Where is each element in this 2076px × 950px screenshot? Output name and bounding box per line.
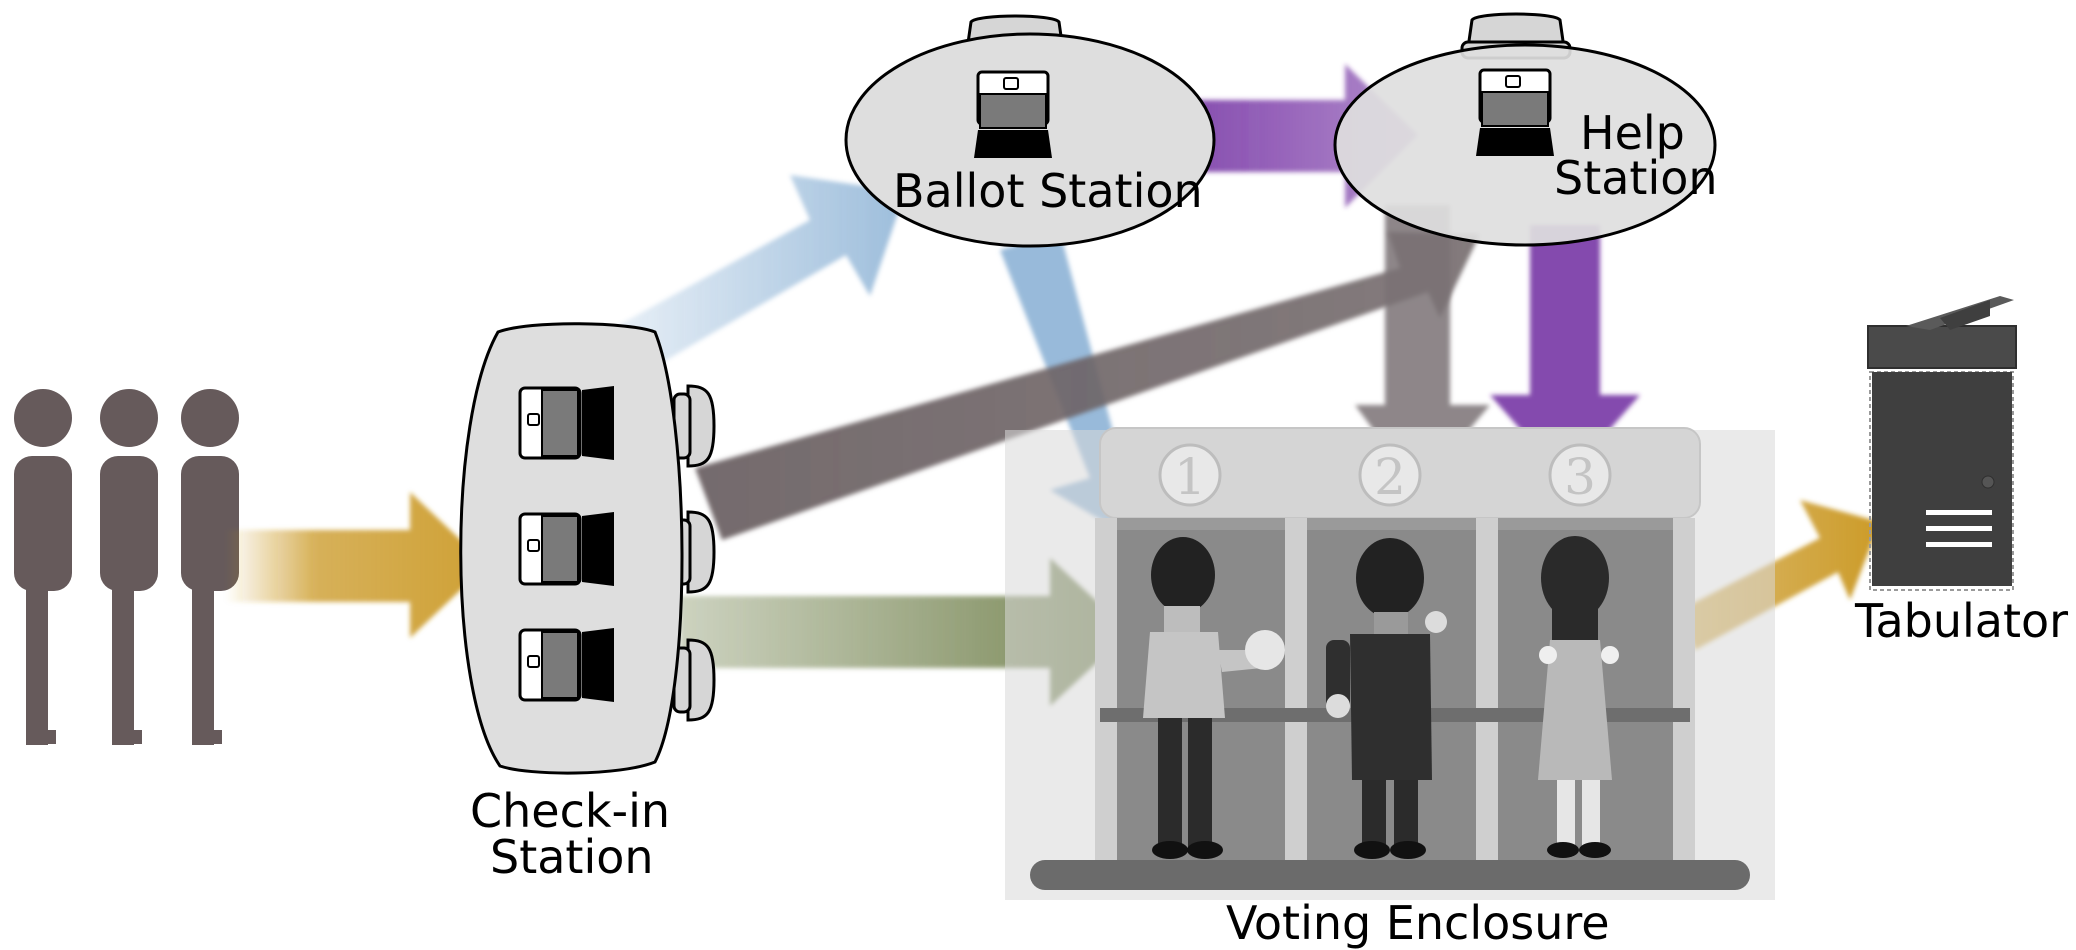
booth-number-3: 3: [1548, 443, 1612, 507]
voting-enclosure: 1 2 3: [1005, 427, 1775, 900]
help-station-label-line2: Station: [1554, 151, 1718, 205]
booth-number-2: 2: [1358, 443, 1422, 507]
enclosure-base: [1030, 860, 1750, 890]
booth-number-1-text: 1: [1174, 448, 1206, 506]
laptop-icon: [1474, 68, 1556, 158]
person-3: [181, 389, 239, 745]
tabulator-label: Tabulator: [1855, 594, 2069, 648]
checkin-label-line2: Station: [490, 830, 654, 884]
person-1: [14, 389, 72, 745]
booth-number-2-text: 2: [1374, 448, 1406, 506]
people-icon: [14, 389, 239, 745]
ballot-station: [844, 14, 1216, 248]
arrow-checkin-to-ballot: [610, 175, 905, 372]
checkin-label-line1: Check-in: [470, 784, 671, 838]
laptop-icon: [972, 70, 1054, 160]
arrow-checkin-to-help: [695, 232, 1480, 540]
person-2: [100, 389, 158, 745]
arrow-checkin-to-enclosure: [680, 558, 1130, 706]
laptop-icon: [518, 384, 616, 704]
arrow-people-to-checkin: [225, 492, 487, 638]
booth-number-1: 1: [1158, 443, 1222, 507]
booth-number-3-text: 3: [1564, 448, 1596, 506]
arrow-help-to-booth2: [1355, 205, 1490, 490]
voter-icon: [1326, 538, 1447, 859]
arrow-help-to-booth3: [1490, 225, 1640, 480]
help-station: [1333, 12, 1717, 247]
voter-icon: [1538, 536, 1619, 858]
tabulator-icon: [1867, 296, 2017, 591]
checkin-station: [459, 322, 716, 775]
ballot-station-label: Ballot Station: [893, 164, 1203, 218]
voting-enclosure-label: Voting Enclosure: [1226, 896, 1610, 950]
help-station-label-line1: Help: [1580, 106, 1685, 160]
voter-icon: [1143, 537, 1285, 859]
